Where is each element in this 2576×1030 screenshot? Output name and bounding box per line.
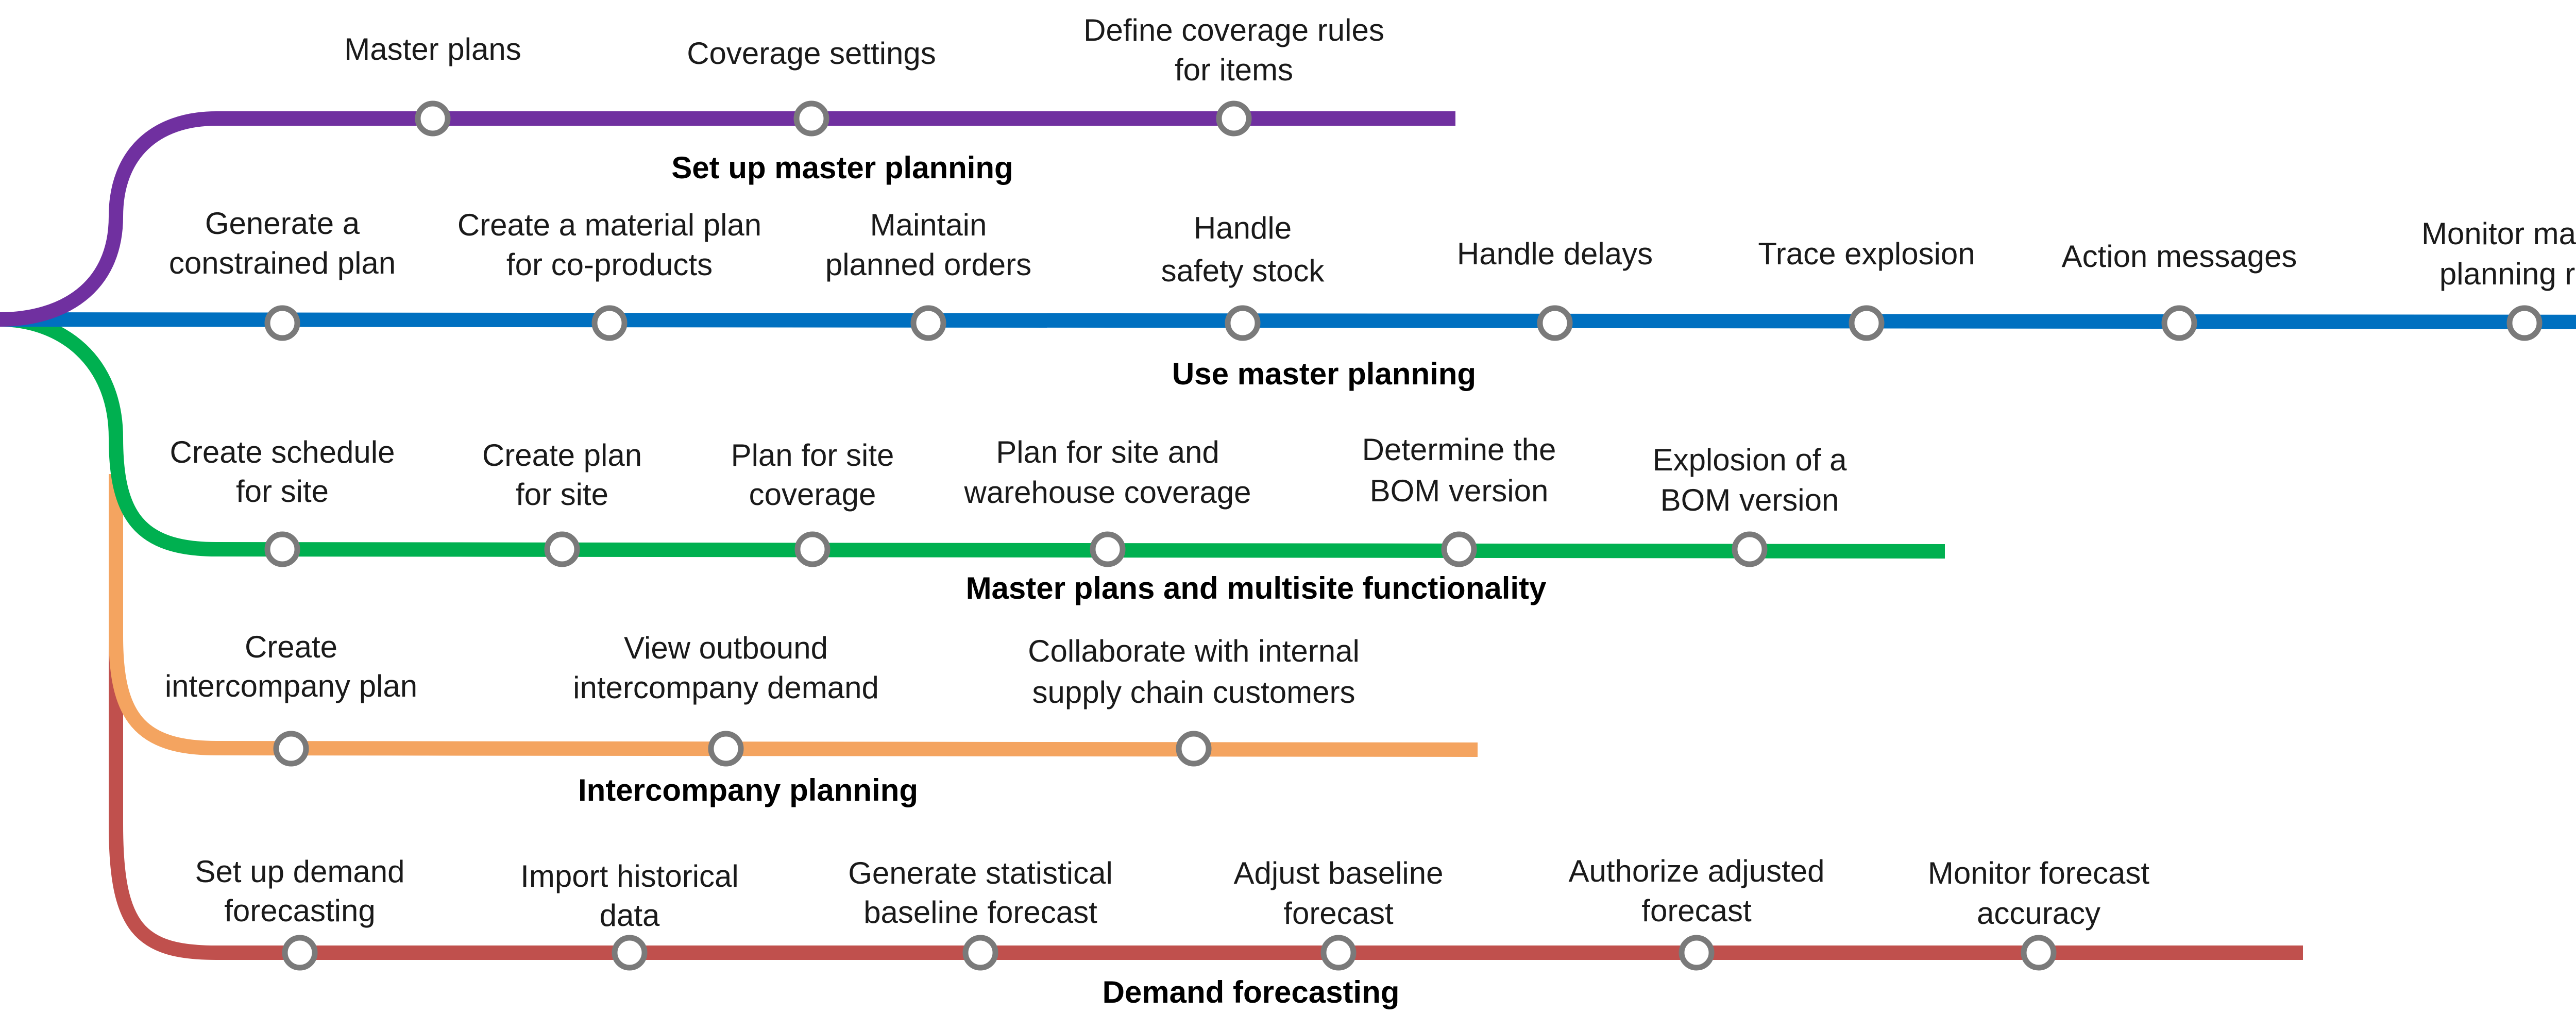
stop-label: constrained plan	[169, 246, 396, 280]
stop-label: for items	[1175, 53, 1293, 87]
stop-label: Import historical	[520, 859, 738, 893]
stop-label: Monitor forecast	[1928, 856, 2149, 890]
stop-label: Create a material plan	[457, 208, 761, 242]
stop-label: View outbound	[624, 631, 828, 665]
stop-marker	[1090, 531, 1126, 567]
stop-label: safety stock	[1161, 254, 1325, 288]
track-lines	[0, 111, 2576, 960]
stop-marker	[2021, 935, 2057, 971]
line-title-demand: Demand forecasting	[1103, 975, 1400, 1009]
stop-marker	[1679, 935, 1715, 971]
line-title-intercompany: Intercompany planning	[578, 773, 918, 807]
stop-label: Create schedule	[170, 435, 395, 469]
stop-marker	[793, 100, 829, 137]
stop-label: Define coverage rules	[1083, 13, 1384, 47]
stop-label: forecast	[1641, 893, 1752, 928]
stop-label: for co-products	[506, 247, 713, 282]
stop-label: Maintain	[870, 208, 987, 242]
stop-marker	[794, 531, 831, 567]
stop-marker	[1849, 305, 1885, 341]
stop-marker	[1225, 305, 1261, 341]
stop-marker	[1320, 935, 1357, 971]
stop-label: BOM version	[1370, 474, 1549, 508]
stop-label: accuracy	[1977, 896, 2100, 931]
stop-label: Handle	[1194, 211, 1292, 245]
stop-label: for site	[516, 477, 608, 512]
stop-marker	[2161, 305, 2197, 341]
stop-marker	[273, 731, 309, 767]
stop-label: Collaborate with internal	[1028, 634, 1360, 668]
track-intercompany	[109, 474, 1478, 757]
track-demand	[109, 639, 2303, 960]
stop-label: Coverage settings	[687, 36, 936, 71]
stop-label: Generate statistical	[848, 856, 1113, 890]
stop-marker	[612, 935, 648, 971]
stop-marker	[962, 935, 998, 971]
stop-label: Trace explosion	[1758, 237, 1975, 271]
stop-marker	[415, 100, 451, 137]
stop-label: Action messages	[2062, 239, 2297, 274]
line-title-setup: Set up master planning	[671, 150, 1013, 185]
stop-marker	[591, 305, 628, 341]
track-multisite	[0, 312, 1945, 559]
stop-label: Create plan	[482, 438, 642, 472]
track-use	[0, 312, 2576, 329]
stop-label: baseline forecast	[863, 895, 1097, 930]
stop-label: Monitor master	[2421, 216, 2576, 251]
stop-label: Handle delays	[1457, 237, 1653, 271]
stop-label: data	[600, 898, 660, 933]
track-setup	[0, 111, 1455, 327]
stop-label: Create	[245, 630, 337, 664]
stop-marker	[1732, 531, 1768, 567]
stop-marker	[544, 531, 580, 567]
stop-marker	[282, 935, 318, 971]
stop-label: intercompany plan	[165, 669, 417, 703]
stop-marker	[264, 531, 300, 567]
stops-layer: Master plans Coverage settings Define cove…	[165, 13, 2576, 971]
stop-label: supply chain customers	[1032, 675, 1355, 710]
stop-marker	[2506, 305, 2543, 341]
line-title-multisite: Master plans and multisite functionality	[966, 571, 1547, 605]
line-title-use: Use master planning	[1172, 357, 1476, 391]
stop-marker	[264, 305, 300, 341]
stop-marker	[708, 731, 744, 767]
stop-label: forecasting	[224, 893, 376, 928]
stop-label: Adjust baseline	[1234, 856, 1444, 890]
stop-label: warehouse coverage	[963, 475, 1251, 510]
stop-marker	[910, 305, 946, 341]
stop-label: Plan for site and	[996, 435, 1219, 469]
stop-label: Set up demand	[195, 854, 405, 889]
stop-marker	[1216, 100, 1252, 137]
stop-marker	[1537, 305, 1573, 341]
stop-marker	[1176, 731, 1212, 767]
stop-label: Master plans	[344, 32, 521, 66]
stop-label: planned orders	[825, 247, 1031, 282]
stop-label: coverage	[749, 477, 876, 512]
stop-marker	[1441, 531, 1477, 567]
stop-label: Determine the	[1362, 432, 1556, 467]
stop-label: Plan for site	[731, 438, 894, 472]
stop-label: BOM version	[1660, 483, 1839, 517]
stop-label: forecast	[1283, 896, 1394, 931]
stop-label: Generate a	[205, 206, 360, 241]
stop-label: Authorize adjusted	[1569, 854, 1825, 888]
stop-label: for site	[236, 474, 329, 509]
stop-label: intercompany demand	[573, 670, 879, 705]
stop-label: Explosion of a	[1653, 443, 1848, 477]
stop-label: planning run	[2439, 257, 2576, 291]
